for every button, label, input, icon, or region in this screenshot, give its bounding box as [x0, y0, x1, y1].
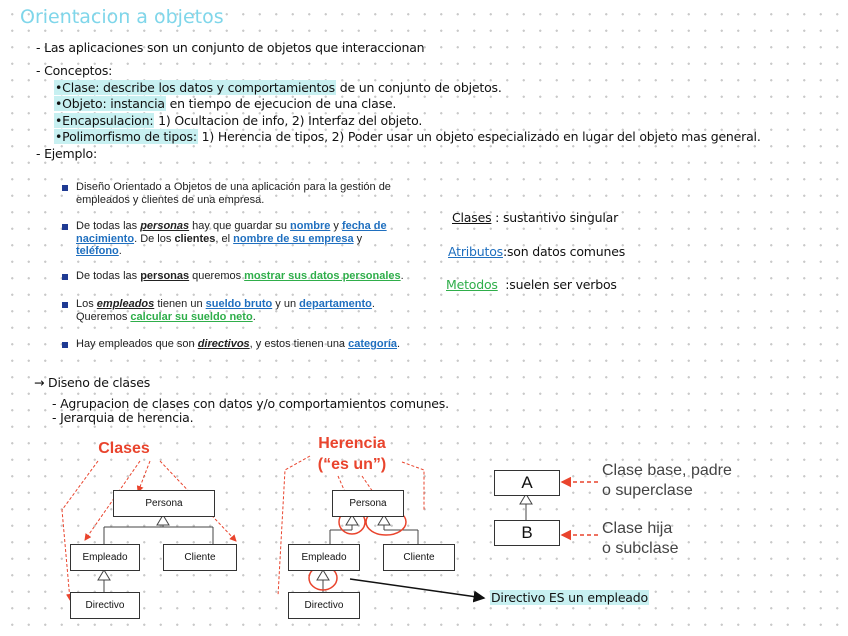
- bullet-icon: [62, 302, 68, 308]
- conceptos-heading: - Conceptos:: [36, 63, 113, 78]
- bullet-icon: [62, 224, 68, 230]
- child-class-label-1: Clase hija: [602, 520, 673, 537]
- text: , y estos tienen una: [249, 338, 349, 350]
- uml-cliente-box: Cliente: [383, 544, 455, 571]
- intro-text: - Las aplicaciones son un conjunto de ob…: [36, 40, 425, 55]
- uml-class-a-box: A: [494, 470, 560, 496]
- uml-persona-box: Persona: [332, 490, 404, 517]
- base-class-label-1: Clase base, padre: [602, 462, 732, 479]
- directivo-note: Directivo ES un empleado: [490, 590, 649, 605]
- uml-cliente-box: Cliente: [163, 544, 237, 571]
- text: y un: [272, 298, 300, 310]
- uml-empleado-box: Empleado: [70, 544, 140, 571]
- text: Hay empleados que son: [76, 338, 198, 350]
- text: y: [353, 232, 363, 245]
- personas-term: personas: [140, 220, 190, 232]
- categoria-term: categoría: [348, 338, 398, 350]
- legend-metodos-desc: :suelen ser verbos: [505, 277, 617, 292]
- bullet-icon: [62, 342, 68, 348]
- text: .: [371, 298, 375, 310]
- bullet-icon: [62, 185, 68, 191]
- nombre-term: nombre: [290, 220, 331, 232]
- bullet-icon: [62, 274, 68, 280]
- child-class-label-2: o subclase: [602, 540, 679, 557]
- concept-encapsulacion: •Encapsulacion: 1) Ocultacion de info, 2…: [54, 113, 422, 128]
- sueldo-term: sueldo bruto: [205, 298, 273, 310]
- concept-objeto: •Objeto: instancia en tiempo de ejecucio…: [54, 96, 396, 111]
- slide-bullet-4: Los empleados tienen un sueldo bruto y u…: [76, 298, 375, 323]
- concept-polimorfismo: •Polimorfismo de tipos: 1) Herencia de t…: [54, 129, 761, 144]
- slide-bullet-2: De todas las personas hay que guardar su…: [76, 220, 396, 258]
- text: tienen un: [154, 298, 206, 310]
- slide-bullet-3: De todas las personas queremos mostrar s…: [76, 270, 404, 283]
- text: . De los: [134, 232, 175, 245]
- concept-clase-term: •Clase: describe los datos y comportamie…: [54, 80, 336, 95]
- uml-directivo-box: Directivo: [288, 592, 360, 619]
- legend-atributos-label: Atributos: [448, 244, 503, 259]
- uml-directivo-box: Directivo: [70, 592, 140, 619]
- text: .: [397, 338, 401, 350]
- concept-polimorfismo-term: •Polimorfismo de tipos:: [54, 129, 198, 144]
- text: .: [400, 270, 404, 282]
- calcular-term: calcular su sueldo neto: [130, 310, 253, 323]
- text: Queremos: [76, 310, 131, 323]
- concept-polimorfismo-rest: 1) Herencia de tipos, 2) Poder usar un o…: [197, 129, 761, 144]
- directivos-term: directivos: [197, 338, 250, 350]
- concept-encapsulacion-term: •Encapsulacion:: [54, 113, 155, 128]
- directivo-note-text: Directivo ES un empleado: [490, 590, 649, 605]
- diagram-herencia-title: Herencia: [318, 435, 386, 452]
- text: De todas las: [76, 270, 141, 282]
- concept-clase: •Clase: describe los datos y comportamie…: [54, 80, 502, 95]
- concept-objeto-term: •Objeto: instancia: [54, 96, 166, 111]
- text: hay que guardar su: [189, 220, 291, 232]
- uml-class-b-box: B: [494, 520, 560, 546]
- text: .: [118, 245, 122, 257]
- legend-clases: Clases : sustantivo singular: [452, 210, 618, 225]
- diagram-herencia-subtitle: (“es un”): [317, 456, 387, 473]
- base-class-label-2: o superclase: [602, 482, 693, 499]
- legend-atributos: Atributos:son datos comunes: [448, 244, 625, 259]
- legend-metodos: Metodos :suelen ser verbos: [446, 277, 617, 292]
- text: queremos: [189, 270, 245, 282]
- text: Los: [76, 298, 97, 310]
- personas-term: personas: [140, 270, 190, 282]
- uml-persona-box: Persona: [113, 490, 215, 517]
- uml-empleado-box: Empleado: [288, 544, 360, 571]
- diseno-heading: → Diseno de clases: [34, 375, 151, 390]
- mostrar-term: mostrar sus datos personales: [244, 270, 401, 282]
- empleados-term: empleados: [96, 298, 155, 310]
- legend-atributos-desc: :son datos comunes: [502, 244, 626, 259]
- telefono-term: teléfono: [76, 245, 119, 257]
- text: De todas las: [76, 220, 141, 232]
- legend-metodos-label: Metodos: [446, 277, 498, 292]
- legend-clases-label: Clases: [452, 210, 492, 225]
- fecha-term: fecha de nacimiento: [76, 220, 387, 245]
- clientes-term: clientes: [174, 232, 216, 245]
- slide-bullet-1: Diseño Orientado a Objetos de una aplica…: [76, 181, 391, 206]
- empresa-term: nombre de su empresa: [233, 232, 354, 245]
- page-title: Orientacion a objetos: [20, 6, 224, 28]
- diagram-clases-title: Clases: [98, 440, 150, 457]
- departamento-term: departamento: [299, 298, 372, 310]
- text: , el: [215, 232, 234, 245]
- concept-objeto-rest: en tiempo de ejecucion de una clase.: [165, 96, 397, 111]
- legend-clases-desc: : sustantivo singular: [495, 210, 619, 225]
- ejemplo-heading: - Ejemplo:: [36, 146, 97, 161]
- concept-encapsulacion-rest: 1) Ocultacion de info, 2) Interfaz del o…: [154, 113, 423, 128]
- diseno-item-2: - Jerarquia de herencia.: [52, 410, 194, 425]
- diseno-item-1: - Agrupacion de clases con datos y/o com…: [52, 396, 449, 411]
- text: .: [252, 310, 256, 323]
- concept-clase-rest: de un conjunto de objetos.: [335, 80, 502, 95]
- slide-bullet-5: Hay empleados que son directivos, y esto…: [76, 338, 400, 351]
- text: y: [330, 220, 342, 232]
